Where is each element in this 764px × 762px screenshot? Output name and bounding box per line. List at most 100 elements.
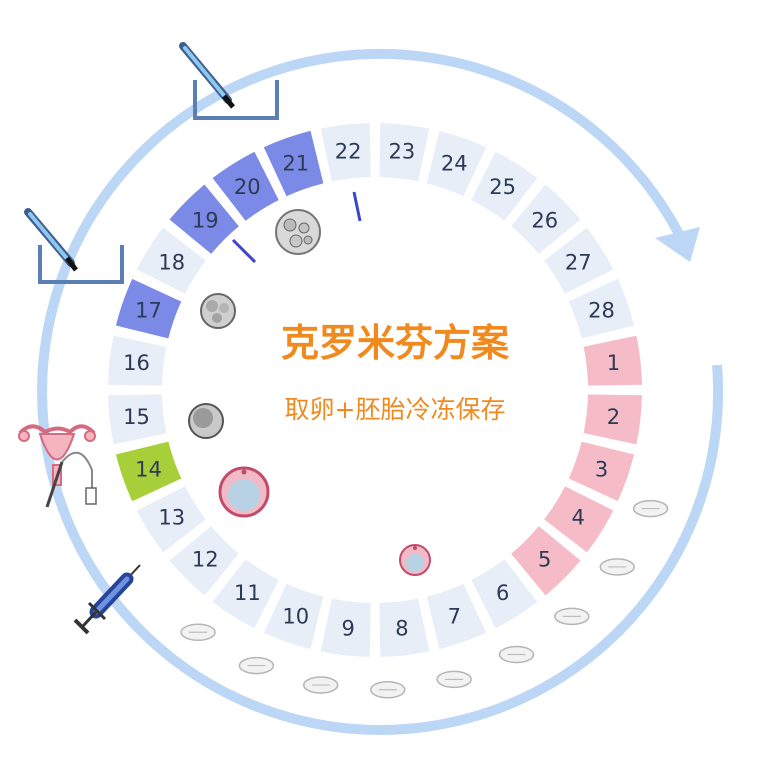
day-segment-22: 22 <box>318 121 373 184</box>
clomiphene-pill-icon <box>632 499 669 518</box>
day-segment-bg <box>113 439 184 504</box>
day-segment-3: 3 <box>566 439 637 504</box>
cycle-arrow-head-icon <box>655 227 700 262</box>
day-label: 6 <box>496 581 509 605</box>
day-label: 14 <box>135 457 162 481</box>
day-segment-bg <box>468 556 541 631</box>
day-label: 12 <box>192 548 219 572</box>
day-segment-bg <box>166 181 242 257</box>
day-segment-bg <box>424 128 489 199</box>
day-segment-bg <box>541 224 616 297</box>
day-segment-bg <box>581 392 644 447</box>
day-label: 8 <box>395 616 408 640</box>
diagram-subtitle: 取卵+胚胎冷冻保存 <box>285 395 506 424</box>
day-label: 18 <box>158 250 185 274</box>
day-segment-bg <box>134 483 209 556</box>
day-label: 22 <box>335 140 362 164</box>
day-segment-13: 13 <box>134 483 209 556</box>
day-segment-bg <box>377 121 432 184</box>
embryo-transfer-catheter-icon <box>24 208 124 284</box>
day-label: 4 <box>572 506 585 530</box>
day-segment-bg <box>318 596 373 659</box>
day-segment-bg <box>261 128 326 199</box>
cleavage-embryo-icon <box>200 293 236 329</box>
day-segment-bg <box>261 581 326 652</box>
day-label: 13 <box>158 506 185 530</box>
diagram-title: 克罗米芬方案 <box>281 321 510 365</box>
day-segment-bg <box>566 276 637 341</box>
day-segment-8: 8 <box>377 596 432 659</box>
day-segment-26: 26 <box>508 181 584 257</box>
day-segment-bg <box>508 523 584 599</box>
day-label: 25 <box>489 175 516 199</box>
follicle-icon <box>399 544 431 576</box>
day-segment-5: 5 <box>508 523 584 599</box>
day-label: 23 <box>388 140 415 164</box>
clomiphene-pill-icon <box>554 607 590 626</box>
embryo-transfer-catheter-icon <box>179 42 279 120</box>
day-segment-27: 27 <box>541 224 616 297</box>
day-segment-bg <box>106 333 169 388</box>
day-segment-21: 21 <box>261 128 326 199</box>
day-segment-bg <box>377 596 432 659</box>
day-label: 20 <box>234 175 261 199</box>
oocyte-icon <box>188 403 224 439</box>
day-segment-19: 19 <box>166 181 242 257</box>
day-label: 27 <box>565 250 592 274</box>
day-segment-28: 28 <box>566 276 637 341</box>
day-label: 3 <box>595 457 608 481</box>
clomiphene-pill-icon <box>238 656 275 675</box>
clomiphene-pill-icon <box>498 645 535 664</box>
day-label: 5 <box>538 548 551 572</box>
day-segment-bg <box>318 121 373 184</box>
day-label: 28 <box>588 299 615 323</box>
day-segment-25: 25 <box>468 149 541 224</box>
day-label: 9 <box>341 616 354 640</box>
day-segment-14: 14 <box>113 439 184 504</box>
transfer-marker-line <box>352 191 362 222</box>
day-segment-bg <box>209 556 282 631</box>
day-segment-9: 9 <box>318 596 373 659</box>
day-segment-20: 20 <box>209 149 282 224</box>
day-segment-4: 4 <box>541 483 616 556</box>
day-label: 17 <box>135 299 162 323</box>
injection-syringe-icon <box>73 564 141 635</box>
day-segment-bg <box>581 333 644 388</box>
day-segment-23: 23 <box>377 121 432 184</box>
day-segment-6: 6 <box>468 556 541 631</box>
day-segment-bg <box>113 276 184 341</box>
day-segment-bg <box>508 181 584 257</box>
day-label: 7 <box>448 605 461 629</box>
day-segment-bg <box>468 149 541 224</box>
day-label: 21 <box>282 151 309 175</box>
day-label: 10 <box>282 605 309 629</box>
day-label: 11 <box>234 581 261 605</box>
day-segment-7: 7 <box>424 581 489 652</box>
transfer-marker-line <box>231 238 257 264</box>
day-segment-bg <box>209 149 282 224</box>
day-label: 19 <box>192 208 219 232</box>
day-segment-bg <box>106 392 169 447</box>
day-segment-18: 18 <box>134 224 209 297</box>
clomiphene-pill-icon <box>180 623 216 642</box>
day-label: 15 <box>123 405 150 429</box>
day-segment-1: 1 <box>581 333 644 388</box>
clomiphene-pill-icon <box>599 558 636 576</box>
clomiphene-pill-icon <box>302 676 339 694</box>
day-segment-12: 12 <box>166 523 242 599</box>
clomiphene-pills <box>180 499 669 699</box>
day-label: 26 <box>531 208 558 232</box>
day-segment-11: 11 <box>209 556 282 631</box>
day-segment-bg <box>424 581 489 652</box>
day-label: 1 <box>607 351 620 375</box>
day-segment-bg <box>134 224 209 297</box>
day-label: 24 <box>441 151 468 175</box>
day-segment-10: 10 <box>261 581 326 652</box>
day-segment-bg <box>566 439 637 504</box>
day-label: 2 <box>607 405 620 429</box>
clomiphene-pill-icon <box>436 670 472 689</box>
day-segment-bg <box>166 523 242 599</box>
day-segment-bg <box>541 483 616 556</box>
